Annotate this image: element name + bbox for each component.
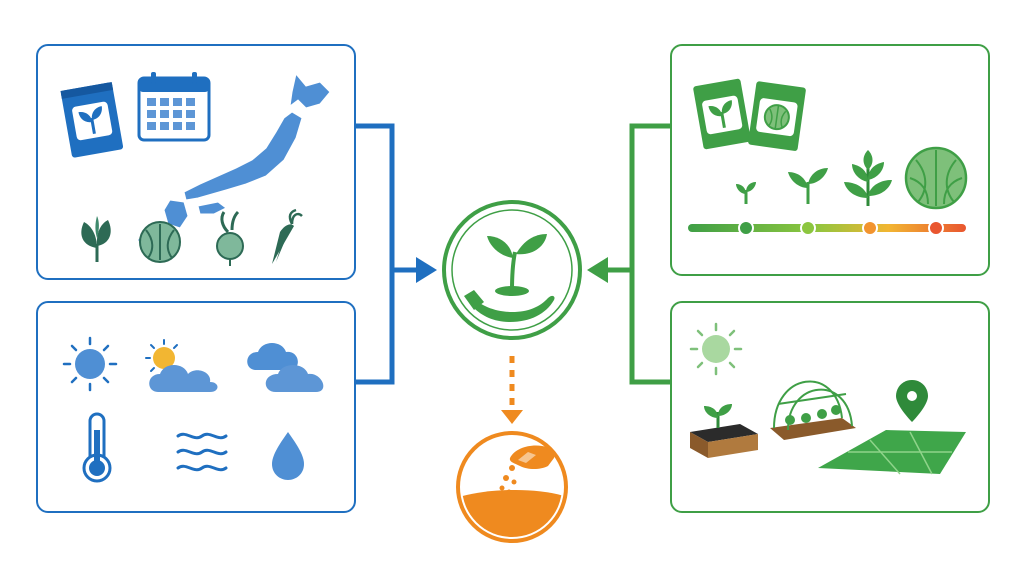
turnip-icon (216, 210, 244, 266)
connector-growth-stages (629, 123, 670, 385)
cabbage-seed-packet-icon (748, 81, 806, 151)
seedling-medium-icon (788, 168, 828, 204)
japan-map-icon (137, 72, 331, 243)
carrot-icon (272, 208, 303, 264)
arrowhead-right-to-hub (587, 257, 608, 283)
hand-sowing-seeds-icon (456, 431, 568, 543)
timeline-point-4 (928, 220, 944, 236)
dotted-arrow-to-output (501, 356, 523, 424)
sun-icon (62, 336, 118, 392)
thermometer-icon (82, 412, 112, 483)
seed-packet-icon (60, 82, 124, 158)
right-connectors (608, 123, 670, 385)
hand-holding-sprout-icon (442, 200, 582, 340)
timeline-point-2 (800, 220, 816, 236)
cabbage-mature-icon (904, 146, 968, 210)
spinach-icon (81, 216, 111, 262)
seedling-small-icon (736, 182, 756, 204)
sun-icon (689, 322, 743, 376)
row-cover-tunnel-icon (770, 380, 856, 440)
planter-box-icon (690, 404, 758, 458)
plant-leafy-icon (844, 150, 892, 206)
left-connectors (356, 123, 416, 385)
connector-planting-info (356, 123, 395, 385)
cabbage-icon (139, 221, 181, 263)
calendar-icon (137, 72, 211, 142)
arrowhead-left-to-hub (416, 257, 437, 283)
sun-behind-cloud-icon (145, 339, 218, 392)
timeline-point-1 (738, 220, 754, 236)
wind-icon (176, 432, 228, 472)
green-seed-packet-icon (693, 78, 751, 150)
timeline-point-3 (862, 220, 878, 236)
clouds-icon (247, 343, 324, 392)
growth-timeline (688, 220, 966, 236)
water-drop-icon (272, 432, 304, 480)
field-location-pin-icon (818, 380, 966, 475)
